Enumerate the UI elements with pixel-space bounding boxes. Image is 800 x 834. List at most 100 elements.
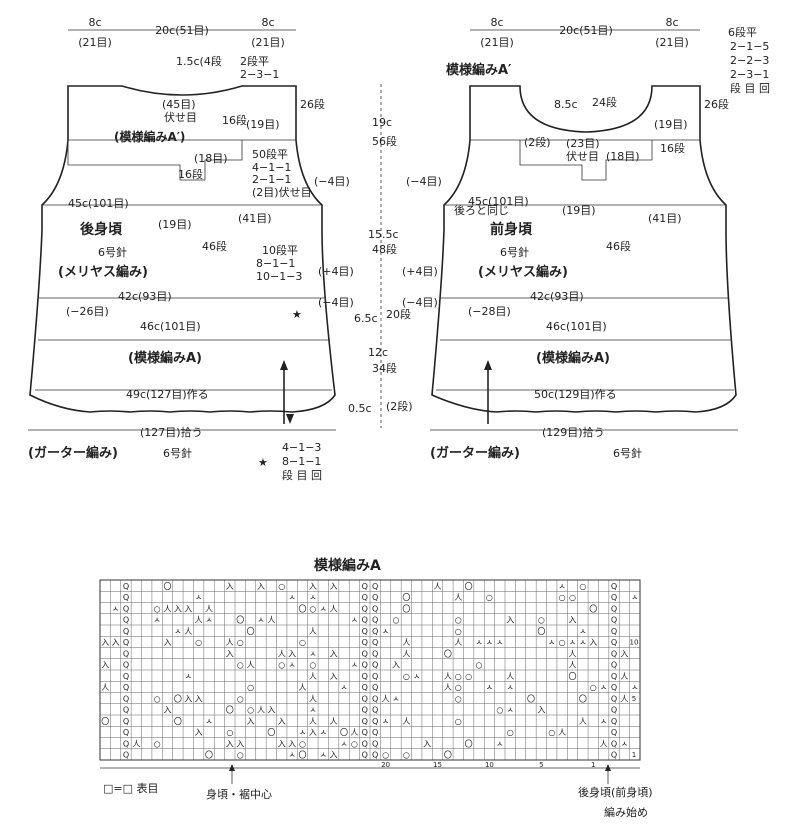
stitch-symbol: 入	[195, 694, 203, 703]
stitch-symbol: Q	[362, 604, 368, 613]
stitch-symbol: 〇	[589, 604, 597, 613]
front-pattern-a-prime: 模様編みA′	[446, 62, 512, 78]
front-top-center: 20c(51目)	[559, 24, 613, 37]
stitch-symbol: Q	[123, 638, 129, 647]
back-rows-16b: 16段	[178, 167, 203, 181]
stitch-symbol: ○	[299, 638, 306, 647]
stitch-symbol: 人	[205, 604, 213, 613]
front-width-42: 42c(93目)	[530, 290, 584, 303]
chart-col-label: 10	[485, 761, 494, 769]
stitch-symbol: 〇	[174, 694, 182, 703]
stitch-symbol: 人	[620, 694, 628, 703]
stitch-symbol: Q	[372, 672, 378, 681]
stitch-symbol: Q	[123, 627, 129, 636]
stitch-symbol: Q	[611, 627, 617, 636]
back-rows-46: 46段	[202, 239, 227, 253]
stitch-symbol: Q	[123, 582, 129, 591]
stitch-symbol: 入	[620, 649, 628, 658]
stitch-symbol: Q	[611, 728, 617, 737]
back-50-rows-a: 4−1−1	[252, 161, 291, 174]
stitch-symbol: ○	[559, 593, 566, 602]
back-top-left-cm: 8c	[88, 16, 101, 29]
stitch-symbol: 人	[569, 649, 577, 658]
front-6-rows-b: 2−2−3	[730, 54, 769, 67]
back-top-left-st: (21目)	[78, 36, 112, 49]
center-v65: 6.5c	[354, 312, 378, 325]
chart-center-label: 身頃・裾中心	[206, 787, 272, 801]
chart-col-label: 20	[381, 761, 390, 769]
stitch-symbol: 人	[226, 638, 234, 647]
stitch-symbol: ○	[195, 638, 202, 647]
stitch-symbol: ○	[237, 638, 244, 647]
stitch-symbol: Q	[372, 751, 378, 760]
center-v19: 19c	[372, 116, 392, 129]
stitch-symbol: ㅅ	[382, 627, 389, 636]
stitch-symbol: Q	[123, 604, 129, 613]
stitch-symbol: Q	[123, 683, 129, 692]
stitch-symbol: ○	[559, 638, 566, 647]
stitch-symbol: Q	[362, 694, 368, 703]
front-top-right-cm: 8c	[665, 16, 678, 29]
front-plus-4: (+4目)	[402, 265, 438, 278]
star-legend-mark: ★	[258, 456, 268, 469]
stitch-symbol: 入	[267, 706, 275, 715]
stitch-symbol: 入	[309, 728, 317, 737]
stitch-symbol: 人	[444, 672, 452, 681]
center-r48: 48段	[372, 242, 397, 256]
stitch-symbol: 入	[195, 728, 203, 737]
center-r56: 56段	[372, 134, 397, 148]
stitch-symbol: 〇	[236, 616, 244, 625]
stitch-symbol: ○	[226, 728, 233, 737]
stitch-symbol: 〇	[267, 728, 275, 737]
back-neck-3: 2−3−1	[240, 68, 279, 81]
stitch-symbol: 人	[309, 717, 317, 726]
stitch-symbol: Q	[611, 638, 617, 647]
stitch-symbol: 人	[558, 728, 566, 737]
back-pickup: (127目)拾う	[140, 425, 203, 439]
stitch-symbol: 入	[174, 604, 182, 613]
center-r34: 34段	[372, 361, 397, 375]
back-rows-26: 26段	[300, 97, 325, 111]
stitch-symbol: ㅅ	[507, 683, 514, 692]
stitch-symbol: 人	[195, 616, 203, 625]
stitch-symbol: Q	[611, 661, 617, 670]
stitch-symbol: Q	[372, 582, 378, 591]
stitch-symbol: ㅅ	[351, 661, 358, 670]
stitch-symbol: 〇	[299, 604, 307, 613]
front-width-46: 46c(101目)	[546, 320, 607, 333]
stitch-symbol: 人	[101, 683, 109, 692]
stitch-symbol: ○	[590, 683, 597, 692]
back-needle: 6号針	[98, 245, 127, 259]
stitch-symbol: 〇	[101, 717, 109, 726]
stitch-symbol: Q	[123, 661, 129, 670]
stitch-symbol: 入	[278, 717, 286, 726]
stitch-symbol: 人	[350, 728, 358, 737]
stitch-symbol: ○	[569, 593, 576, 602]
front-r24: 24段	[592, 95, 617, 109]
stitch-symbol: Q	[362, 649, 368, 658]
stitch-symbol: Q	[372, 717, 378, 726]
front-minus-4b: (−4目)	[402, 296, 438, 309]
front-top-left-st: (21目)	[480, 36, 514, 49]
stitch-symbol: 〇	[247, 627, 255, 636]
stitch-symbol: Q	[362, 717, 368, 726]
back-top-center: 20c(51目)	[155, 24, 209, 37]
stitch-symbol: 人	[299, 683, 307, 692]
stitch-symbol: ㅅ	[558, 582, 565, 591]
stitch-symbol: 〇	[527, 694, 535, 703]
stitch-symbol: ○	[309, 604, 316, 613]
back-st-19b: (19目)	[158, 218, 192, 231]
stitch-symbol: ㅅ	[496, 739, 503, 748]
stitch-symbol: Q	[362, 751, 368, 760]
front-bodice-schematic: 8c (21目) 20c(51目) 8c (21目) 6段平 2−1−5 2−2…	[402, 16, 770, 461]
back-rows-16a: 16段	[222, 113, 247, 127]
front-st-23: (23目)	[566, 137, 600, 150]
front-top-left-cm: 8c	[490, 16, 503, 29]
stitch-symbol: 人	[402, 717, 410, 726]
stitch-symbol: Q	[611, 604, 617, 613]
front-st-19b: (19目)	[562, 204, 596, 217]
stitch-symbol: 人	[257, 706, 265, 715]
stitch-symbol: Q	[372, 638, 378, 647]
stitch-symbol: Q	[362, 728, 368, 737]
